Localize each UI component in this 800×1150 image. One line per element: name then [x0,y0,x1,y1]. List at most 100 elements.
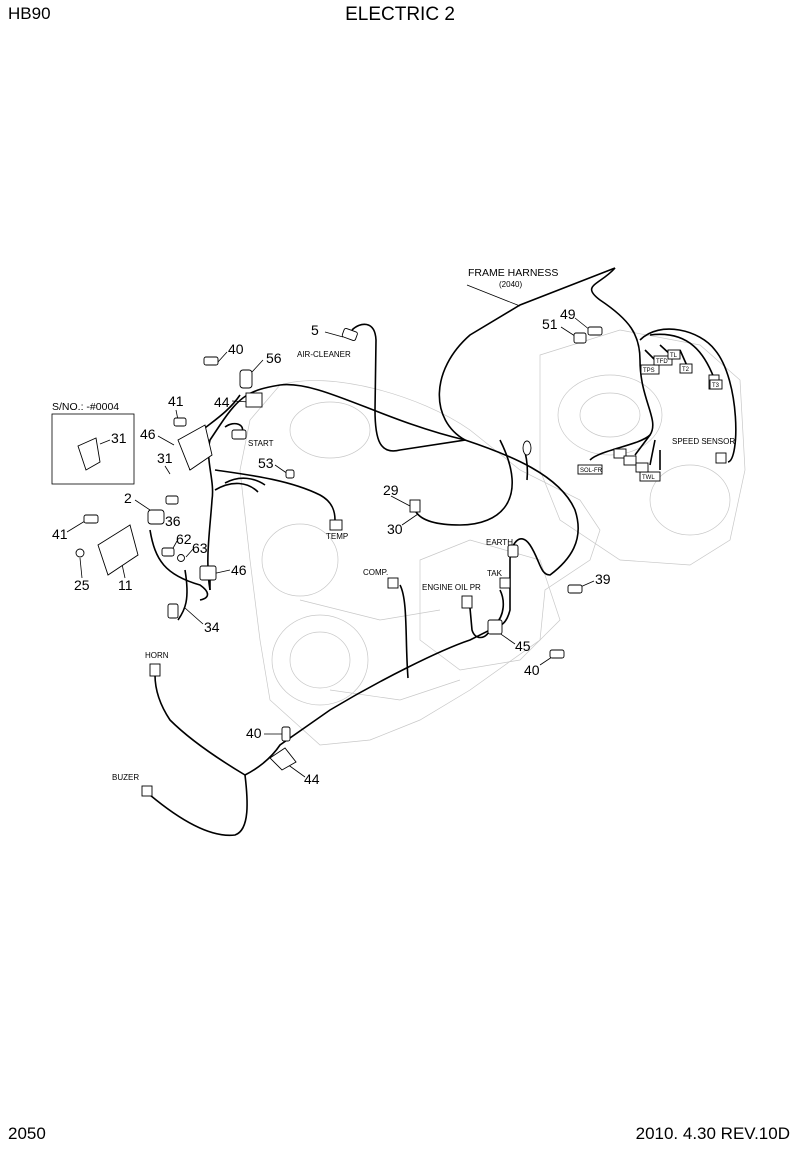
engine-oil-pr-label: ENGINE OIL PR [422,583,481,592]
part-number-36: 36 [165,513,181,529]
part-number-29: 29 [383,482,399,498]
washer-25 [75,548,85,558]
earth-label: EARTH [486,538,513,547]
bolt-41-lower [83,514,99,524]
part-number-41-lower: 41 [52,526,68,542]
bracket-11 [97,524,139,576]
horn-connector [149,663,161,677]
bolt-40-upper [203,356,219,366]
tak-connector [499,577,511,589]
harness-start-wires [214,477,266,493]
inset-part-number: 31 [111,430,127,446]
revision-date: 2010. 4.30 REV.10D [635,1124,790,1143]
clamp-44-upper [245,392,263,408]
tak-label: TAK [487,569,503,578]
part-number-11: 11 [118,577,133,593]
connector-51 [573,332,587,344]
part-number-49: 49 [560,306,576,322]
tag-t3: T3 [712,383,720,389]
part-number-45: 45 [515,638,531,654]
comp-connector [387,577,399,589]
harness-grommet [522,440,532,456]
part-number-53: 53 [258,455,274,471]
speed-sensor-label: SPEED SENSOR [672,437,735,446]
harness-center-wire [415,439,513,526]
air-cleaner-switch [341,327,358,341]
serial-note: S/NO.: -#0004 [52,401,119,413]
clamp-46-lower [199,565,217,581]
serial-inset: S/NO.: -#0004 31 [51,401,135,485]
harness-buzer-wire [149,774,248,837]
part-number-46: 46 [140,426,156,442]
tag-sol-fr: SOL-FR [580,468,603,474]
part-number-39: 39 [595,571,611,587]
part-number-51: 51 [542,316,558,332]
start-connector [231,429,247,440]
page-title: ELECTRIC 2 [345,4,455,25]
harness-speed-sensor-wire [639,328,737,463]
part-number-2: 2 [124,490,132,506]
buzer-label: BUZER [112,773,139,782]
nut-53 [285,469,295,479]
buzer-connector [141,785,153,797]
clamp-45 [487,619,503,635]
bracket-46-upper [177,424,213,471]
harness-temp-wire [214,469,336,521]
horn-relay-2 [147,509,165,525]
temp-sensor [329,519,343,531]
harness-right-loop [464,439,579,576]
callout-labels: FRAME HARNESS (2040) AIR-CLEANER START T… [112,267,735,782]
frame-harness-ref: (2040) [499,280,522,289]
part-number-56: 56 [266,350,282,366]
clip-56 [239,369,253,389]
temp-label: TEMP [326,532,348,541]
part-numbers: 5 40 56 41 44 46 53 31 2 36 41 62 63 46 … [52,306,611,787]
part-number-44-lower: 44 [304,771,320,787]
part-number-62: 62 [176,531,192,547]
frame-harness-label: FRAME HARNESS [468,267,558,279]
part-number-40-lower: 40 [246,725,262,741]
part-number-40: 40 [228,341,244,357]
model-code: HB90 [8,4,51,23]
harness-right-branch [589,267,654,461]
ground-cable-34 [167,603,179,619]
engine-ghost-outline [239,329,746,746]
part-number-31: 31 [157,450,173,466]
bolt-40-right [549,649,565,659]
part-number-34: 34 [204,619,220,635]
start-label: START [248,439,274,448]
harness-left-run [207,383,466,591]
page-number: 2050 [8,1124,46,1143]
clip-29 [409,499,421,513]
bolt-31 [165,495,179,505]
tag-twl: TWL [642,475,655,481]
harness-ground-strap [177,569,188,621]
bolt-41-upper [173,417,187,427]
engine-oil-pr-connector [461,595,473,609]
tag-tps: TPS [643,368,655,374]
part-number-41: 41 [168,393,184,409]
part-number-63: 63 [192,540,208,556]
harness-earth-lead [524,451,529,481]
bolt-39 [567,584,583,594]
bolt-40-lower [281,726,291,742]
part-number-30: 30 [387,521,403,537]
clamp-44-lower [269,747,297,771]
tag-tfd: TFD [656,359,668,365]
harness-connector-leads [634,344,689,470]
part-number-46-lower: 46 [231,562,247,578]
inset-bracket [77,437,101,471]
harness-main-wire [351,267,616,452]
speed-sensor-connector [715,452,727,464]
tag-tl: TL [670,353,678,359]
air-cleaner-label: AIR-CLEANER [297,350,351,359]
switch-49 [587,326,603,336]
bolt-62 [161,547,175,557]
components [75,326,727,797]
part-number-40-right: 40 [524,662,540,678]
part-number-5: 5 [311,322,319,338]
earth-terminal [507,544,519,558]
connector-tags: TPS TFD TL T2 T3 SOL-FR TWL [577,349,723,482]
part-number-25: 25 [74,577,90,593]
